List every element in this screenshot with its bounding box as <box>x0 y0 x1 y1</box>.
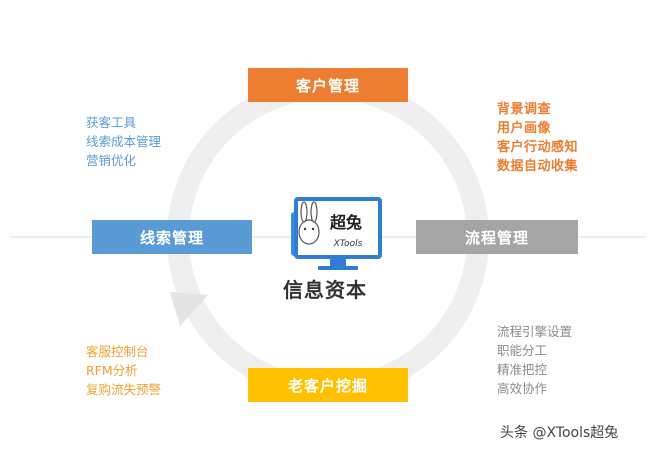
list-item: 客服控制台 <box>86 344 149 359</box>
list-item: 流程引擎设置 <box>497 324 573 339</box>
node-process-management-label: 流程管理 <box>464 228 529 247</box>
list-item: 职能分工 <box>497 343 548 358</box>
list-top-right: 背景调查 用户画像 客户行动感知 数据自动收集 <box>497 100 578 176</box>
node-lead-management-label: 线索管理 <box>139 228 204 247</box>
list-item: 用户画像 <box>497 121 552 136</box>
node-customer-management: 客户管理 <box>248 68 408 102</box>
list-bottom-left: 客服控制台 RFM分析 复购流失预警 <box>86 342 161 399</box>
list-item: 数据自动收集 <box>497 159 579 174</box>
node-lead-management: 线索管理 <box>92 220 252 254</box>
list-bottom-right: 流程引擎设置 职能分工 精准把控 高效协作 <box>497 322 572 398</box>
watermark: 头条 @XTools超兔 <box>500 425 619 441</box>
list-item: 客户行动感知 <box>497 140 579 155</box>
list-item: 精准把控 <box>497 362 548 377</box>
node-old-customer-mining: 老客户挖掘 <box>248 368 408 402</box>
cycle-arrowhead <box>170 292 208 326</box>
list-item: 复购流失预警 <box>86 382 162 397</box>
list-item: 高效协作 <box>497 381 548 396</box>
node-old-customer-mining-label: 老客户挖掘 <box>287 376 368 395</box>
list-item: 线索成本管理 <box>86 134 162 149</box>
list-item: 获客工具 <box>86 115 137 130</box>
node-customer-management-label: 客户管理 <box>295 76 360 95</box>
list-item: 背景调查 <box>497 102 552 117</box>
node-process-management: 流程管理 <box>416 220 578 254</box>
list-item: RFM分析 <box>86 363 138 378</box>
list-top-left: 获客工具 线索成本管理 营销优化 <box>86 113 161 170</box>
list-item: 营销优化 <box>86 153 137 168</box>
logo-main-text: 超兔 <box>329 213 362 232</box>
center-title: 信息资本 <box>283 278 367 302</box>
xtools-logo-icon <box>291 197 382 270</box>
logo-sub-text: XTools <box>333 239 363 249</box>
